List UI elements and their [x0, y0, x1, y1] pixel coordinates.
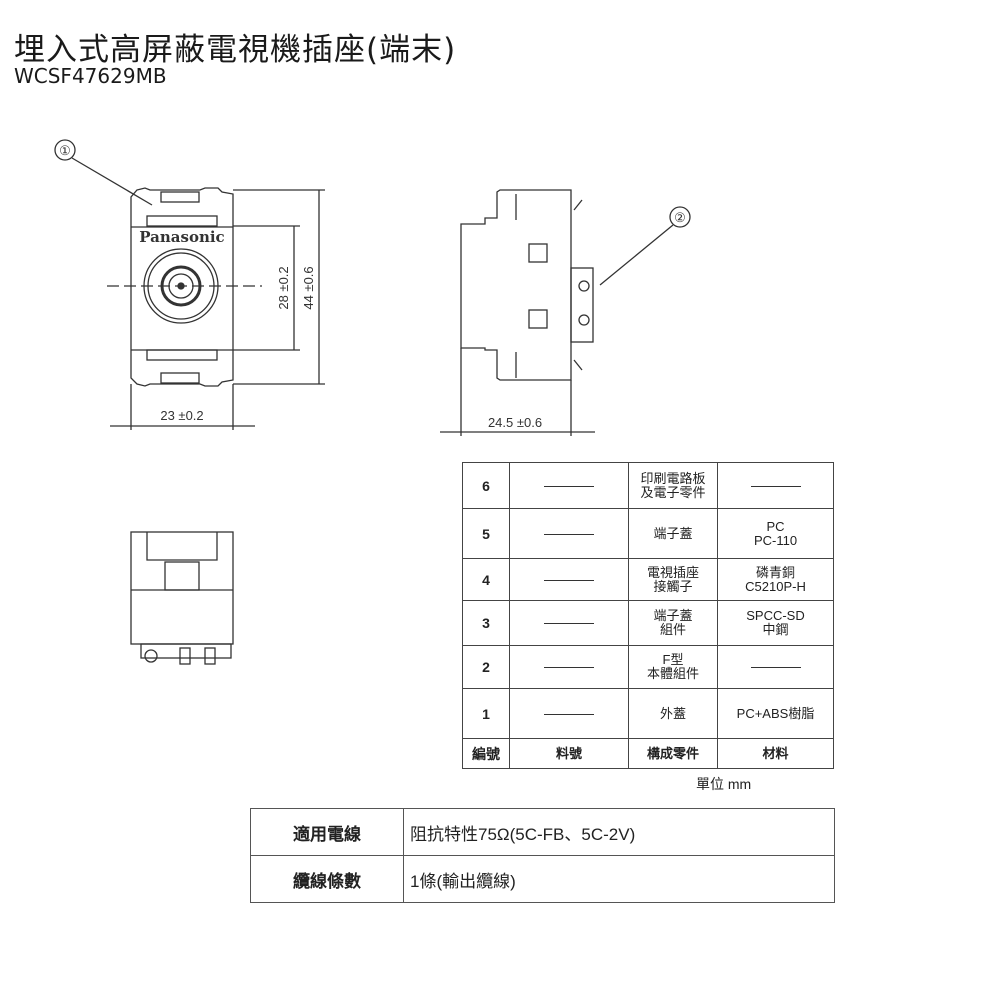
- header-part-no: 料號: [509, 738, 629, 769]
- material: PC+ABS樹脂: [717, 688, 834, 739]
- callout-1: ①: [59, 143, 71, 158]
- material: PC PC-110: [717, 508, 834, 559]
- material: [717, 462, 834, 509]
- part-code: [509, 462, 629, 509]
- part-number-index: 5: [462, 508, 510, 559]
- front-view: ① Panasonic 28 ±0.2 44 ±0.6 23 ±0.2: [54, 139, 325, 430]
- dim-height-outer: 44 ±0.6: [301, 266, 316, 309]
- part-number-index: 4: [462, 558, 510, 601]
- part-number-index: 6: [462, 462, 510, 509]
- callout-2: ②: [674, 210, 686, 225]
- component-name: 外蓋: [628, 688, 718, 739]
- component-name: F型 本體組件: [628, 645, 718, 689]
- dash-placeholder: [544, 623, 594, 625]
- side-view: ② 24.5 ±0.6: [440, 189, 691, 436]
- dim-width: 23 ±0.2: [160, 408, 203, 423]
- part-code: [509, 688, 629, 739]
- header-component: 構成零件: [628, 738, 718, 769]
- header-no: 編號: [462, 738, 510, 769]
- dim-depth: 24.5 ±0.6: [488, 415, 542, 430]
- table-row: 2 F型 本體組件: [462, 645, 834, 689]
- part-code: [509, 645, 629, 689]
- material: [717, 645, 834, 689]
- part-number-index: 1: [462, 688, 510, 739]
- part-code: [509, 558, 629, 601]
- header-material: 材料: [717, 738, 834, 769]
- part-number-index: 3: [462, 600, 510, 646]
- dash-placeholder: [750, 485, 801, 487]
- dash-placeholder: [544, 485, 594, 487]
- spec-label: 適用電線: [250, 808, 404, 856]
- table-header: 編號料號構成零件材料: [462, 738, 834, 769]
- dash-placeholder: [544, 579, 594, 581]
- dash-placeholder: [544, 533, 594, 535]
- component-name: 電視插座 接觸子: [628, 558, 718, 601]
- spec-label: 纜線條數: [250, 855, 404, 903]
- dim-height-inner: 28 ±0.2: [276, 266, 291, 309]
- spec-row: 適用電線阻抗特性75Ω(5C-FB、5C-2V): [250, 808, 835, 856]
- part-number-index: 2: [462, 645, 510, 689]
- unit-label: 單位 mm: [696, 776, 752, 792]
- spec-value: 1條(輸出纜線): [403, 855, 835, 903]
- part-code: [509, 508, 629, 559]
- material: SPCC-SD 中鋼: [717, 600, 834, 646]
- material: 磷青銅 C5210P-H: [717, 558, 834, 601]
- model-number: WCSF47629MB: [14, 64, 167, 88]
- component-name: 端子蓋 組件: [628, 600, 718, 646]
- dash-placeholder: [544, 713, 594, 715]
- part-code: [509, 600, 629, 646]
- table-row: 6 印刷電路板 及電子零件: [462, 462, 834, 509]
- dash-placeholder: [544, 667, 594, 669]
- spec-value: 阻抗特性75Ω(5C-FB、5C-2V): [403, 808, 835, 856]
- page-title: 埋入式高屏蔽電視機插座(端末): [14, 32, 457, 68]
- table-row: 4 電視插座 接觸子磷青銅 C5210P-H: [462, 558, 834, 601]
- panasonic-logo: Panasonic: [139, 228, 224, 246]
- component-name: 印刷電路板 及電子零件: [628, 462, 718, 509]
- component-name: 端子蓋: [628, 508, 718, 559]
- dash-placeholder: [750, 667, 801, 669]
- bottom-view: [130, 531, 234, 665]
